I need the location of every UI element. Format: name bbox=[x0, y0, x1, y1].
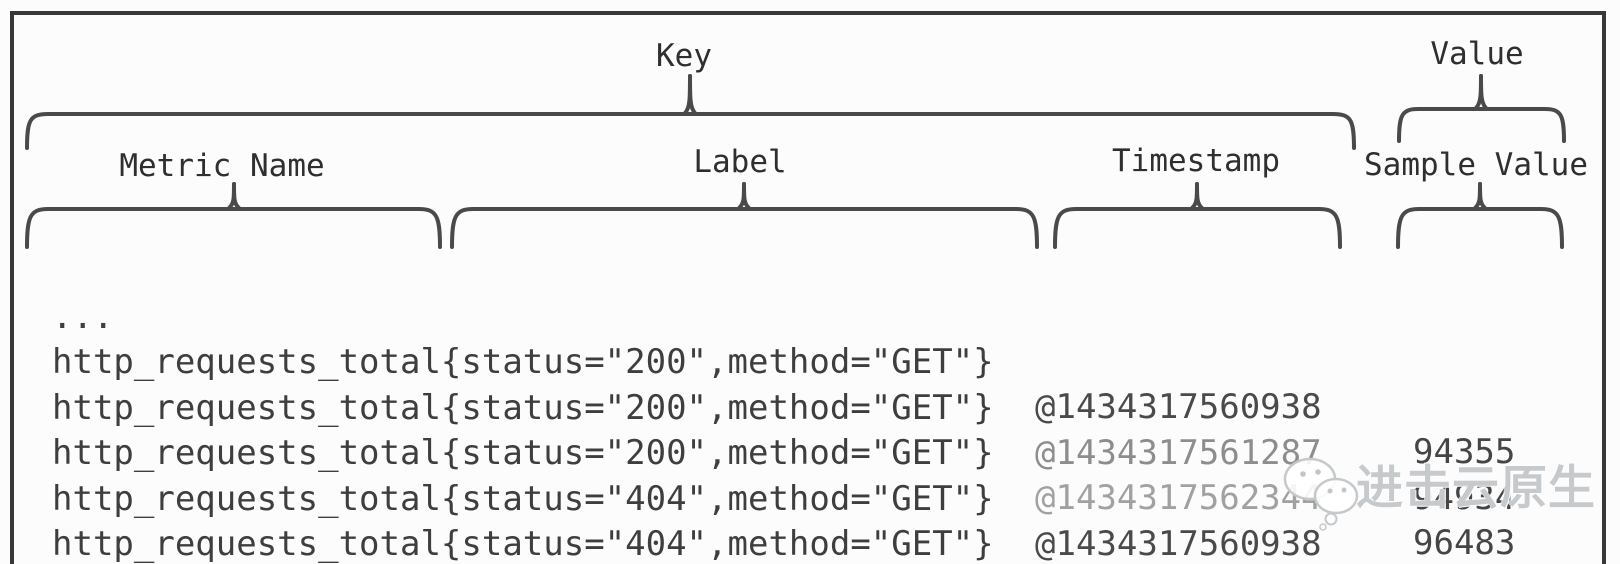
label-title: Label bbox=[693, 144, 787, 180]
wechat-icon bbox=[1283, 457, 1359, 531]
sample-row: http_requests_total{status="200",method=… bbox=[0, 341, 1620, 518]
watermark: 进击云原生 bbox=[1283, 455, 1613, 535]
metric-series: http_requests_total{status="404",method=… bbox=[52, 524, 994, 564]
metric-series: http_requests_total{status="200",method=… bbox=[52, 433, 994, 473]
metric-series: http_requests_total{status="404",method=… bbox=[52, 479, 994, 519]
sample-row: http_requests_total{status="404",method=… bbox=[0, 432, 1620, 564]
sample-value: 96483 bbox=[1413, 523, 1516, 563]
value-title: Value bbox=[1430, 36, 1524, 72]
sample-timestamp: @1434317560938 bbox=[1035, 387, 1322, 427]
key-title: Key bbox=[656, 38, 712, 74]
sample-row: http_requests_total{status="404",method=… bbox=[0, 477, 1620, 564]
sample-row: http_requests_total{status="200",method=… bbox=[0, 295, 1620, 472]
watermark-text: 进击云原生 bbox=[1356, 461, 1596, 516]
metric-series: http_requests_total{status="200",method=… bbox=[52, 388, 994, 428]
diagram-frame bbox=[10, 11, 1606, 564]
sample-row: http_requests_total{status="200",method=… bbox=[0, 386, 1620, 563]
timestamp-title: Timestamp bbox=[1112, 143, 1280, 179]
sample-timestamp: @1434317562344 bbox=[1035, 478, 1322, 518]
sample-timestamp: @1434317560938 bbox=[1035, 524, 1322, 564]
sample-value-title: Sample Value bbox=[1364, 147, 1588, 183]
sample-timestamp: @1434317561287 bbox=[1035, 433, 1322, 473]
metric-name-title: Metric Name bbox=[119, 148, 325, 184]
ellipsis-row: ... bbox=[0, 250, 1620, 337]
sample-value: 94934 bbox=[1413, 478, 1516, 518]
metric-series: http_requests_total{status="200",method=… bbox=[52, 342, 994, 382]
ellipsis: ... bbox=[52, 297, 114, 337]
sample-value: 94355 bbox=[1413, 432, 1516, 472]
